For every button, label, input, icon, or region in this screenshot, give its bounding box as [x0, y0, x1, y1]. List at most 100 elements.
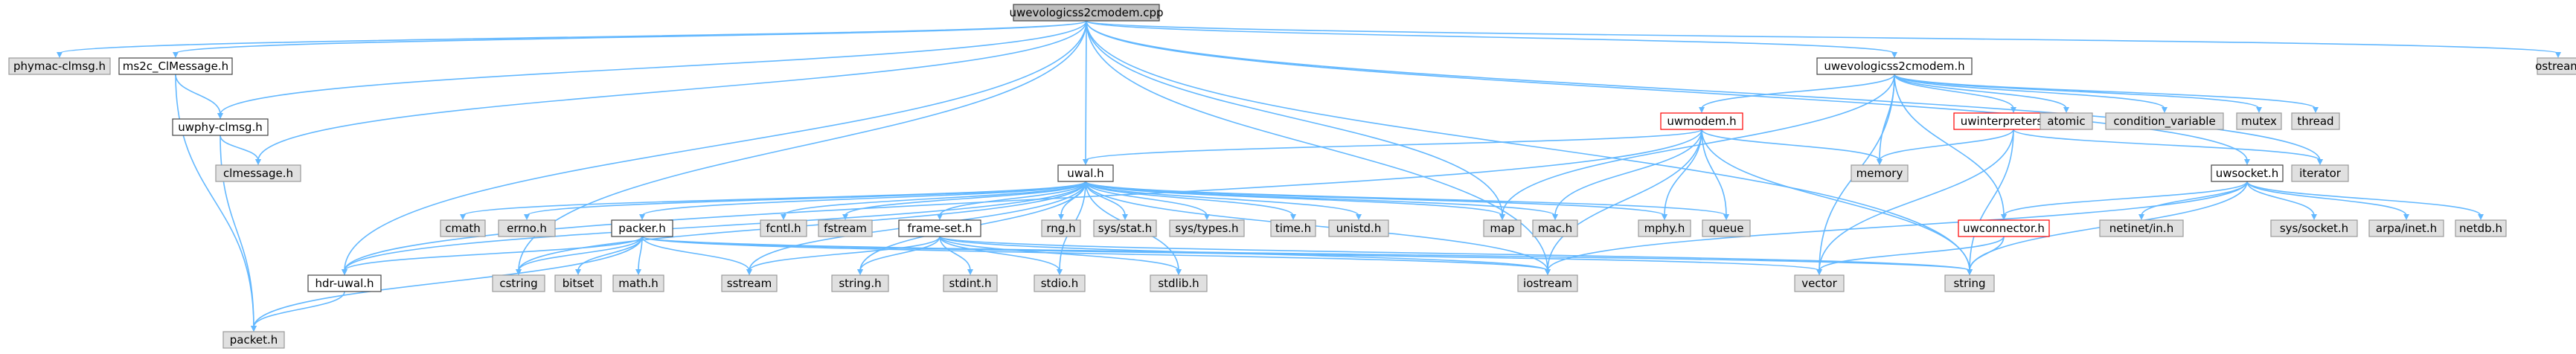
node-uwevoh[interactable]: uwevologicss2cmodem.h: [1816, 57, 1973, 75]
node-label-atomic: atomic: [2047, 115, 2085, 128]
node-condvar: condition_variable: [2105, 112, 2224, 130]
arrowhead-packer-to-cstring: [516, 269, 522, 275]
edge-uwal-to-hdr: [344, 181, 1086, 271]
arrowhead-cpp-to-uwevoh: [1891, 52, 1897, 58]
node-box-iostream: [1517, 274, 1578, 292]
node-frameset[interactable]: frame-set.h: [898, 219, 981, 237]
node-box-fstream: [818, 219, 873, 237]
arrowhead-hdr-to-packet: [251, 326, 257, 332]
node-label-frameset: frame-set.h: [907, 222, 972, 235]
edge-uwevoh-to-condvar: [1894, 74, 2165, 109]
edge-uwsocket-to-netdb: [2246, 181, 2482, 216]
node-label-bitset: bitset: [563, 277, 595, 290]
node-uwphy[interactable]: uwphy-clmsg.h: [172, 118, 269, 136]
node-box-phymac_h: [8, 57, 111, 75]
node-box-clmsg: [215, 164, 301, 182]
node-label-clmsg: clmessage.h: [223, 167, 293, 180]
node-unistd: unistd.h: [1328, 219, 1389, 237]
node-vector: vector: [1794, 274, 1845, 292]
node-label-fstream: fstream: [824, 222, 867, 235]
node-box-ostream: [2537, 57, 2576, 75]
node-label-uwphy: uwphy-clmsg.h: [178, 120, 262, 134]
node-uwmodem[interactable]: uwmodem.h: [1660, 112, 1743, 130]
arrowhead-packer-to-bitset: [575, 269, 581, 275]
arrowhead-uwsocket-to-netdb: [2478, 214, 2484, 220]
node-iostream: iostream: [1517, 274, 1578, 292]
edge-hdr-to-packet: [253, 291, 345, 328]
edge-packer-to-cstring: [518, 236, 643, 271]
node-hdr[interactable]: hdr-uwal.h: [307, 274, 382, 292]
node-box-mutex: [2236, 112, 2282, 130]
node-label-packer: packer.h: [618, 222, 665, 235]
node-label-syssocket: sys/socket.h: [2280, 222, 2348, 235]
edge-uwmodem-to-string: [1701, 129, 1970, 271]
node-uwal[interactable]: uwal.h: [1057, 164, 1114, 182]
node-queue: queue: [1702, 219, 1751, 237]
node-box-cmath: [440, 219, 486, 237]
node-ostream: ostream: [2535, 57, 2576, 75]
node-layer: uwevologicss2cmodem.cpp phymac-clmsg.h ms2…: [8, 4, 2576, 349]
node-label-fcntl: fcntl.h: [766, 222, 801, 235]
node-box-mac: [1532, 219, 1578, 237]
node-stringh: string.h: [831, 274, 889, 292]
arrowhead-uwal-to-cmath: [460, 214, 466, 220]
edge-frameset-to-stdint: [939, 236, 971, 271]
node-label-packet: packet.h: [230, 333, 278, 347]
node-label-uwal: uwal.h: [1067, 167, 1103, 180]
arrowhead-cpp-to-ms2c: [173, 52, 179, 58]
edge-uwevoh-to-thread: [1894, 74, 2316, 109]
arrowhead-uwal-to-mac: [1552, 214, 1558, 220]
edge-packer-to-mathh: [638, 236, 643, 271]
node-box-cstring: [492, 274, 545, 292]
edge-uwsocket-to-arpainet: [2246, 181, 2407, 216]
node-cpp[interactable]: uwevologicss2cmodem.cpp: [1010, 4, 1164, 22]
node-label-sstream: sstream: [727, 277, 772, 290]
arrowhead-uwevoh-to-condvar: [2162, 107, 2168, 113]
node-label-errno: errno.h: [507, 222, 547, 235]
edge-uwinterp-to-memory: [1879, 129, 2014, 161]
node-box-unistd: [1328, 219, 1389, 237]
node-box-errno: [498, 219, 556, 237]
node-mathh: math.h: [612, 274, 664, 292]
node-sstream: sstream: [721, 274, 778, 292]
edge-uwal-to-unistd: [1085, 181, 1359, 216]
node-uwconn[interactable]: uwconnector.h: [1958, 219, 2050, 237]
node-errno: errno.h: [498, 219, 556, 237]
arrowhead-uwevoh-to-thread: [2313, 107, 2319, 113]
edge-uwal-to-mac: [1085, 181, 1556, 216]
node-uwsocket[interactable]: uwsocket.h: [2211, 164, 2284, 182]
node-label-cpp: uwevologicss2cmodem.cpp: [1010, 6, 1164, 19]
arrowhead-packer-to-vector: [1816, 269, 1822, 275]
edge-uwsocket-to-syssocket: [2246, 181, 2315, 216]
node-rng: rng.h: [1041, 219, 1081, 237]
node-label-hdr: hdr-uwal.h: [315, 277, 374, 290]
arrowhead-uwphy-to-clmsg: [255, 159, 261, 165]
node-netinet: netinet/in.h: [2099, 219, 2184, 237]
edge-uwal-to-time: [1085, 181, 1294, 216]
node-phymac_h: phymac-clmsg.h: [8, 57, 111, 75]
node-stdint: stdint.h: [943, 274, 998, 292]
node-map: map: [1483, 219, 1522, 237]
edge-uwmodem-to-memory: [1701, 129, 1880, 161]
node-box-mathh: [612, 274, 664, 292]
node-label-uwevoh: uwevologicss2cmodem.h: [1824, 59, 1964, 73]
node-syssocket: sys/socket.h: [2270, 219, 2358, 237]
arrowhead-cpp-to-ostream: [2555, 52, 2561, 58]
edge-uwmodem-to-queue: [1701, 129, 1727, 216]
node-netdb: netdb.h: [2455, 219, 2507, 237]
node-label-vector: vector: [1801, 277, 1837, 290]
node-iterator: iterator: [2291, 164, 2349, 182]
node-label-ms2c: ms2c_ClMessage.h: [123, 59, 228, 74]
node-box-iterator: [2291, 164, 2349, 182]
node-packer[interactable]: packer.h: [611, 219, 673, 237]
node-box-stdint: [943, 274, 998, 292]
node-label-uwconn: uwconnector.h: [1963, 222, 2045, 235]
node-cstring: cstring: [492, 274, 545, 292]
edge-uwphy-to-clmsg: [220, 135, 259, 161]
node-box-syssocket: [2270, 219, 2358, 237]
node-atomic: atomic: [2040, 112, 2093, 130]
node-box-ms2c: [118, 57, 233, 75]
node-ms2c[interactable]: ms2c_ClMessage.h: [118, 57, 233, 75]
node-box-rng: [1041, 219, 1081, 237]
